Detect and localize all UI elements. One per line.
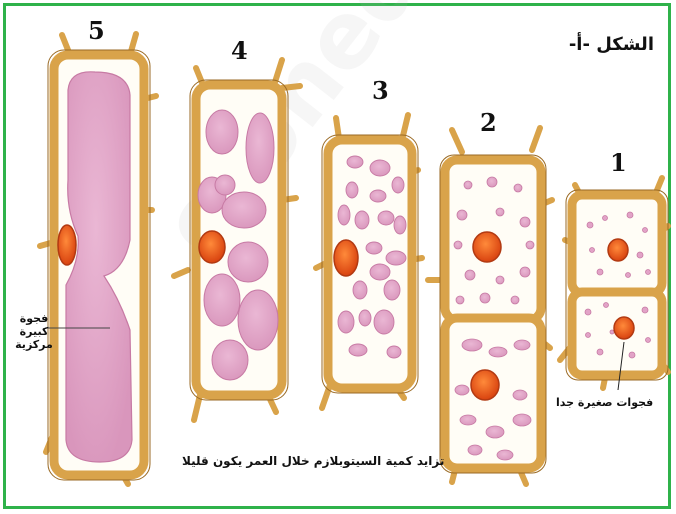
cell-4-group — [174, 60, 300, 420]
cell-1-group — [560, 178, 668, 390]
cell-1-nucleus-bottom — [614, 317, 634, 339]
cell-3-nucleus — [334, 240, 358, 276]
cell-4-nucleus — [199, 231, 225, 263]
cell-number-3: 3 — [372, 76, 389, 105]
large-vacuole-label-line-2: كبيرة — [10, 325, 58, 338]
cell-1-nucleus-top — [608, 239, 628, 261]
cell-3-group — [316, 115, 422, 408]
small-vacuoles-label: فجوات صغيرة جدا — [556, 396, 653, 409]
cell-5-nucleus — [58, 225, 76, 265]
large-vacuole-label-line-1: فجوة — [10, 312, 58, 325]
large-vacuole-label-line-3: مركزية — [10, 338, 58, 351]
figure-title: الشكل -أ- — [569, 34, 654, 55]
cell-2-group — [428, 128, 552, 484]
cell-2-nucleus-bottom — [471, 370, 499, 400]
cell-2-nucleus-top — [473, 232, 501, 262]
cell-number-5: 5 — [88, 16, 105, 45]
figure-caption: تزايد كمية السيتوبلازم خلال العمر يكون ق… — [182, 454, 444, 468]
cell-number-2: 2 — [480, 108, 497, 137]
large-vacuole-label: فجوة كبيرة مركزية — [10, 312, 58, 351]
cell-5-group — [40, 34, 156, 484]
cell-number-4: 4 — [231, 36, 248, 65]
cell-number-1: 1 — [610, 148, 627, 177]
